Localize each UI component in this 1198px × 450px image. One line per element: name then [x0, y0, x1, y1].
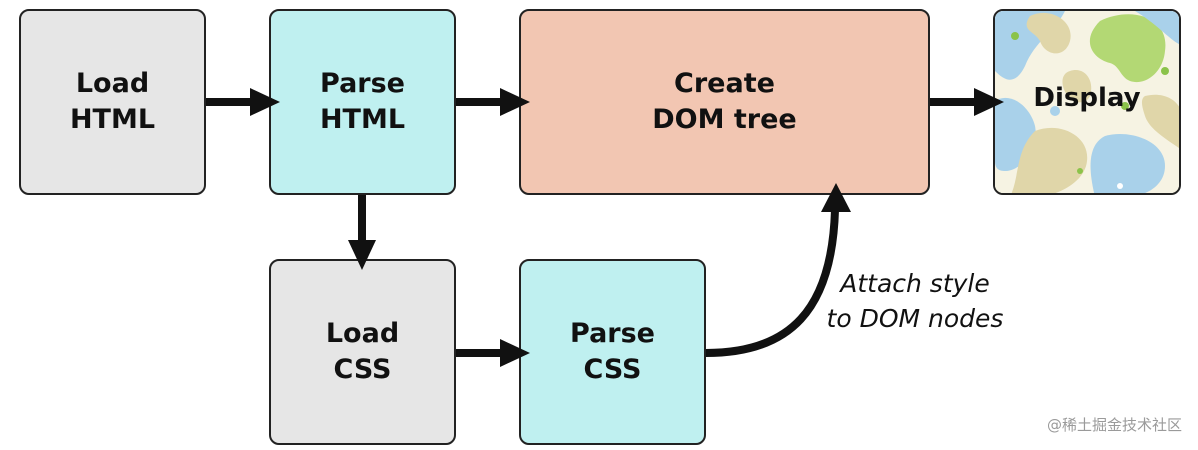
arrowhead-load-to-parse-html [250, 88, 280, 116]
watermark: @稀土掘金技术社区 [1046, 416, 1182, 434]
display-art-icon [995, 11, 1179, 193]
create-dom-tree-box: Create DOM tree [519, 9, 930, 195]
load-html-line2: HTML [69, 104, 156, 135]
load-html-line1: Load [75, 68, 150, 99]
parse-css-box: Parse CSS [519, 259, 706, 445]
create-dom-line1: Create [674, 68, 775, 99]
create-dom-line2: DOM tree [652, 104, 797, 135]
arrow-parse-css-to-create-dom [705, 209, 839, 357]
parse-html-box: Parse HTML [269, 9, 456, 195]
parse-css-line1: Parse [570, 318, 655, 349]
arrowhead-load-css-to-parse-css [500, 339, 530, 367]
parse-html-line1: Parse [320, 68, 405, 99]
parse-html-line2: HTML [319, 104, 406, 135]
load-html-box: Load HTML [19, 9, 206, 195]
load-css-box: Load CSS [269, 259, 456, 445]
load-css-line2: CSS [333, 354, 392, 385]
arrowhead-create-dom-to-display [974, 88, 1004, 116]
attach-style-annotation: Attach style to DOM nodes [810, 266, 1020, 336]
display-label: Display [1033, 83, 1141, 113]
display-box: Display [993, 9, 1181, 195]
arrowhead-parse-css-to-create-dom [821, 183, 851, 212]
arrowhead-parse-html-to-create-dom [500, 88, 530, 116]
parse-css-line2: CSS [583, 354, 642, 385]
load-css-line1: Load [325, 318, 400, 349]
arrowhead-parse-html-to-load-css [348, 240, 376, 270]
annotation-line2: to DOM nodes [826, 304, 1004, 333]
annotation-line1: Attach style [840, 269, 990, 298]
